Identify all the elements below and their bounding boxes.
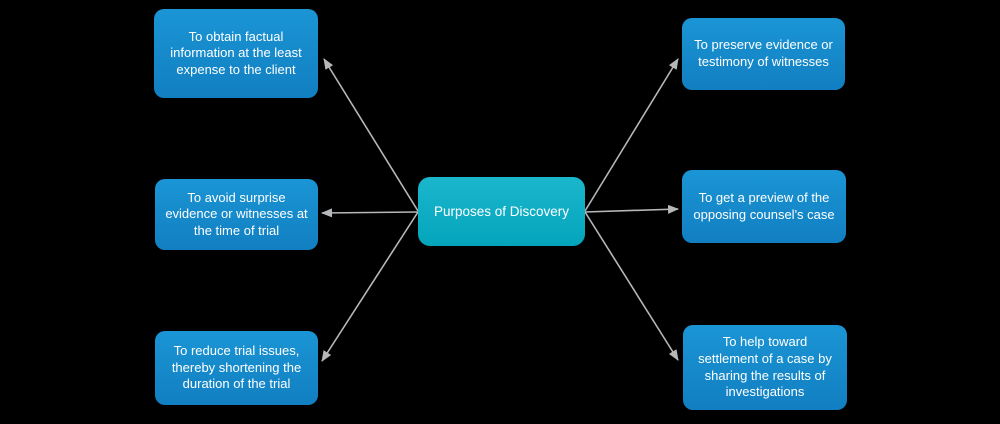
arrow-center-to-top-left bbox=[323, 58, 419, 212]
node-help-toward-settlement: To help toward settlement of a case by s… bbox=[683, 325, 847, 410]
node-label: To preserve evidence or testimony of wit… bbox=[694, 37, 833, 69]
arrow-center-to-middle-right bbox=[584, 204, 679, 214]
node-purposes-of-discovery: Purposes of Discovery bbox=[418, 177, 585, 246]
node-reduce-trial-issues: To reduce trial issues, thereby shorteni… bbox=[155, 331, 318, 405]
node-label: To get a preview of the opposing counsel… bbox=[693, 189, 835, 222]
node-label: To help toward settlement of a case by s… bbox=[698, 334, 832, 400]
arrow-center-to-top-right bbox=[584, 58, 679, 212]
node-avoid-surprise-evidence: To avoid surprise evidence or witnesses … bbox=[155, 179, 318, 250]
node-label: To obtain factual information at the lea… bbox=[170, 28, 302, 77]
arrow-center-to-middle-left bbox=[321, 208, 419, 218]
node-label: To reduce trial issues, thereby shorteni… bbox=[171, 343, 302, 392]
node-preserve-evidence: To preserve evidence or testimony of wit… bbox=[682, 18, 845, 90]
node-obtain-factual-information: To obtain factual information at the lea… bbox=[154, 9, 318, 98]
node-preview-opposing-counsel-case: To get a preview of the opposing counsel… bbox=[682, 170, 846, 243]
arrow-center-to-bottom-right bbox=[584, 211, 679, 361]
node-label: To avoid surprise evidence or witnesses … bbox=[165, 189, 308, 238]
center-node-label: Purposes of Discovery bbox=[433, 203, 570, 219]
arrow-center-to-bottom-left bbox=[321, 211, 419, 362]
